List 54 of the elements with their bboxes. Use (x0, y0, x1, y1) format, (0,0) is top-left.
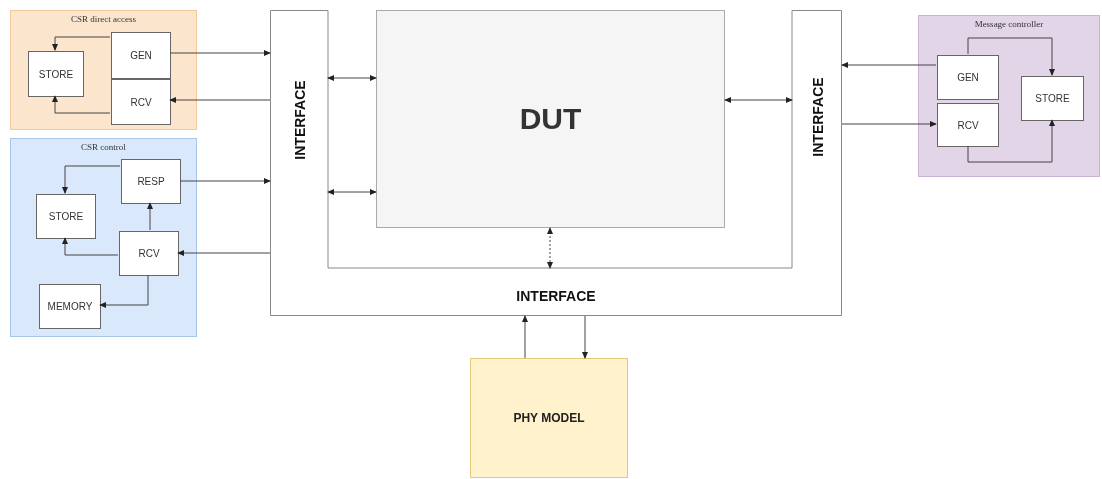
arrow (99, 274, 149, 309)
process-box (36, 194, 96, 239)
arrow (169, 96, 271, 104)
arrow (179, 177, 271, 185)
process-box (111, 79, 171, 125)
box-label: STORE (48, 211, 84, 222)
process-box (121, 159, 181, 204)
group-title: CSR direct access (70, 14, 137, 24)
box-label: STORE (1035, 93, 1070, 104)
arrow (967, 119, 1056, 163)
group-panel (10, 10, 197, 130)
box-label: PHY MODEL (513, 411, 585, 425)
process-box (1021, 76, 1084, 121)
box-label: MEMORY (47, 301, 93, 312)
dut-box (376, 10, 725, 228)
process-box (119, 231, 179, 276)
process-box (39, 284, 101, 329)
arrow (51, 36, 111, 51)
process-box (937, 55, 999, 100)
arrow (61, 165, 121, 194)
group-title: Message controller (973, 19, 1045, 29)
arrow (61, 237, 119, 256)
process-box (28, 51, 84, 97)
arrow (327, 188, 377, 196)
box-label: GEN (130, 50, 152, 61)
arrow (177, 249, 271, 257)
arrow (724, 96, 793, 104)
interface-label: INTERFACE (810, 77, 826, 157)
box-label: RCV (957, 119, 979, 131)
interface-frame (270, 10, 842, 316)
arrow (169, 49, 271, 57)
group-panel (918, 15, 1100, 177)
arrow (546, 227, 554, 269)
arrow (521, 315, 529, 359)
arrow (841, 120, 937, 128)
dut-label: DUT (519, 102, 582, 136)
group-panel (10, 138, 197, 337)
arrow (841, 61, 937, 69)
arrow (146, 202, 154, 231)
group-title: CSR control (80, 142, 127, 152)
box-label: STORE (38, 68, 74, 80)
box-label: RCV (130, 96, 152, 108)
box-label: GEN (957, 72, 979, 83)
arrow (51, 95, 111, 114)
interface-label: INTERFACE (292, 80, 308, 160)
interface-label: INTERFACE (516, 288, 596, 304)
process-box (937, 103, 999, 147)
box-label: RCV (138, 248, 160, 259)
arrow (967, 37, 1056, 76)
process-box (111, 32, 171, 79)
arrow (581, 315, 589, 359)
model-box (470, 358, 628, 478)
arrow (327, 74, 377, 82)
box-label: RESP (137, 176, 165, 187)
